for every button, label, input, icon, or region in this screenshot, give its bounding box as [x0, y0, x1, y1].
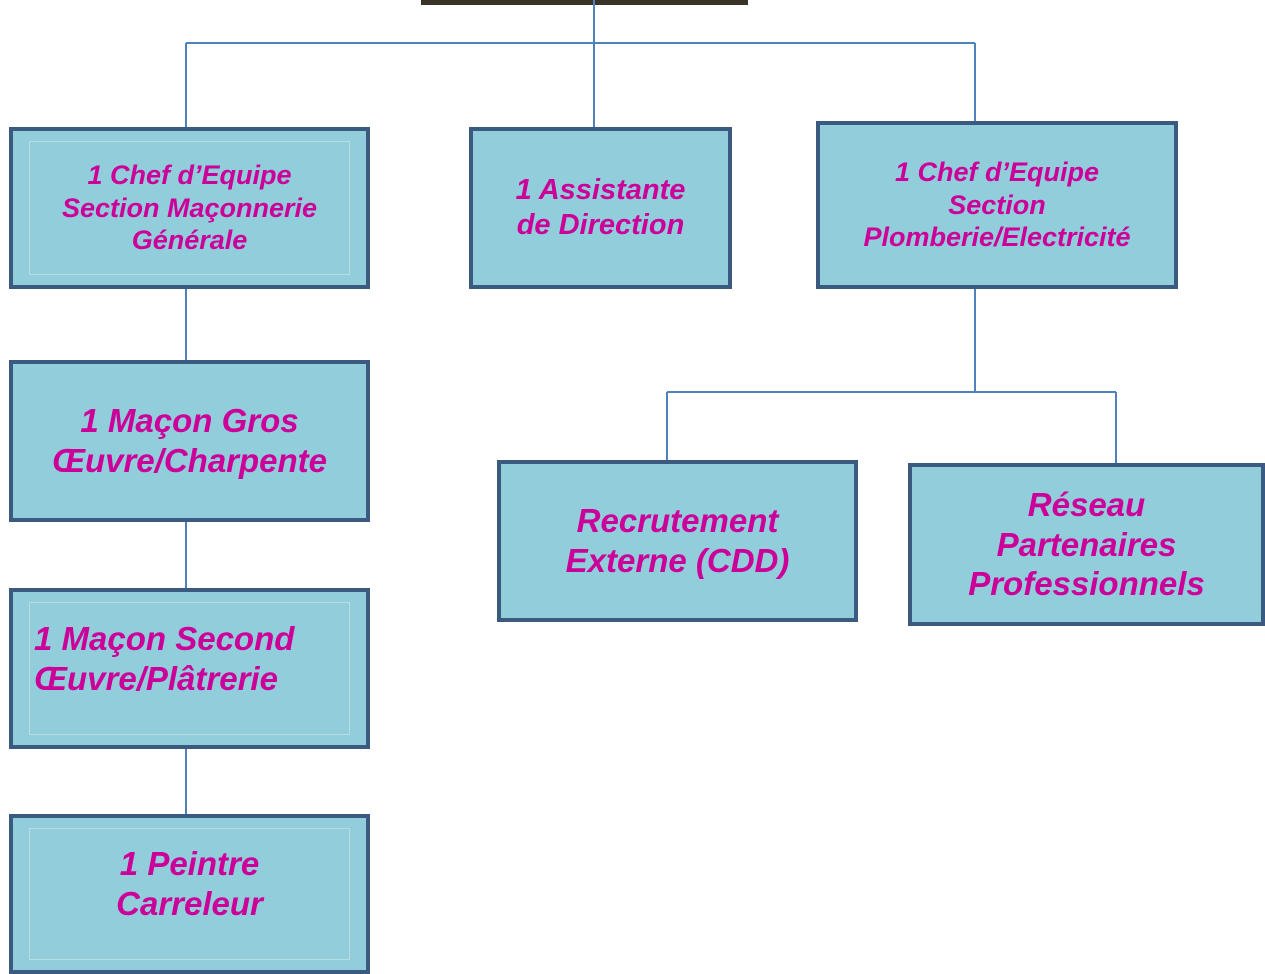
node-macon-gros: 1 Maçon Gros Œuvre/Charpente	[9, 360, 370, 522]
top-photo-strip	[421, 0, 748, 5]
node-label: 1 Chef d’Equipe Section Maçonnerie Génér…	[61, 160, 318, 256]
node-chef-maconnerie: 1 Chef d’Equipe Section Maçonnerie Génér…	[9, 127, 370, 289]
node-label: Réseau Partenaires Professionnels	[968, 486, 1205, 603]
node-peintre: 1 Peintre Carreleur	[9, 814, 370, 974]
node-recrutement: Recrutement Externe (CDD)	[497, 460, 858, 622]
node-reseau: Réseau Partenaires Professionnels	[908, 463, 1265, 626]
node-macon-second: 1 Maçon Second Œuvre/Plâtrerie	[9, 588, 370, 749]
node-label: 1 Maçon Gros Œuvre/Charpente	[51, 402, 328, 479]
node-label: 1 Peintre Carreleur	[116, 845, 263, 922]
node-label: 1 Maçon Second Œuvre/Plâtrerie	[34, 619, 295, 697]
node-assistante: 1 Assistante de Direction	[469, 127, 732, 289]
node-label: 1 Assistante de Direction	[515, 174, 686, 241]
node-label: Recrutement Externe (CDD)	[565, 502, 790, 579]
node-label: 1 Chef d’Equipe Section Plomberie/Electr…	[863, 157, 1131, 253]
node-chef-plomberie: 1 Chef d’Equipe Section Plomberie/Electr…	[816, 121, 1178, 289]
